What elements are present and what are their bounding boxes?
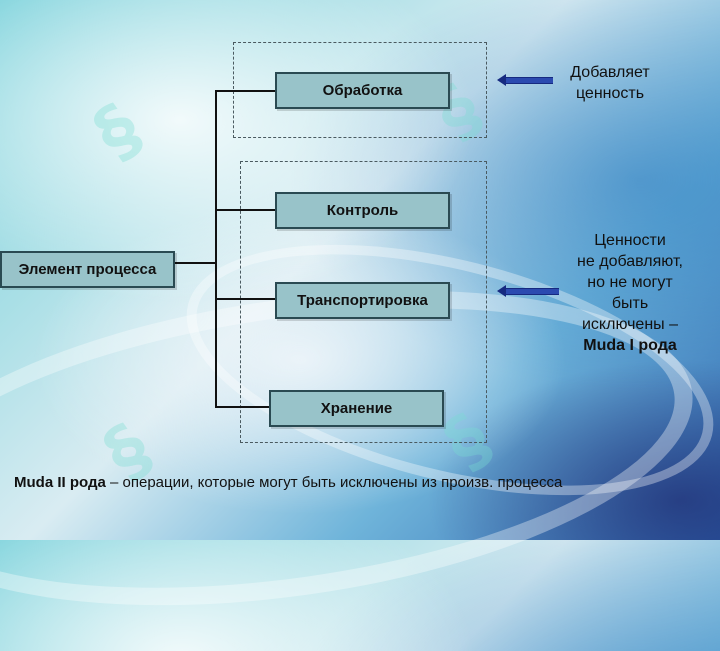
non-value-adding-group	[240, 161, 487, 443]
note-line: исключены –	[581, 316, 678, 333]
note-line: быть	[611, 295, 649, 312]
note-value-adding: Добавляет ценность	[555, 62, 665, 104]
connector-trunk	[215, 90, 217, 408]
node-storage: Хранение	[269, 390, 444, 427]
node-processing: Обработка	[275, 72, 450, 109]
connector-branch-3	[215, 298, 276, 300]
node-transport: Транспортировка	[275, 282, 450, 319]
note-bold-line: Muda I рода	[560, 335, 700, 356]
connector-root	[174, 262, 216, 264]
watermark-symbol: §	[79, 87, 156, 175]
note-line: Ценности	[594, 232, 666, 249]
connector-branch-2	[215, 209, 276, 211]
footer-definition: Muda II рода – операции, которые могут б…	[14, 474, 562, 491]
root-node: Элемент процесса	[0, 251, 175, 288]
note-line: но не могут	[587, 274, 673, 291]
connector-branch-1	[215, 90, 276, 92]
footer-text: – операции, которые могут быть исключены…	[105, 474, 563, 491]
connector-branch-4	[215, 406, 270, 408]
arrow-nonvalue	[497, 285, 559, 297]
arrow-value	[497, 74, 553, 86]
node-control: Контроль	[275, 192, 450, 229]
note-line: не добавляют,	[577, 253, 683, 270]
muda-2-label: Muda II рода	[14, 474, 106, 491]
note-non-value-adding: Ценности не добавляют, но не могут быть …	[560, 230, 700, 356]
note-line: Добавляет	[570, 64, 650, 81]
note-line: ценность	[575, 85, 645, 102]
muda-1-label: Muda I рода	[583, 337, 677, 354]
